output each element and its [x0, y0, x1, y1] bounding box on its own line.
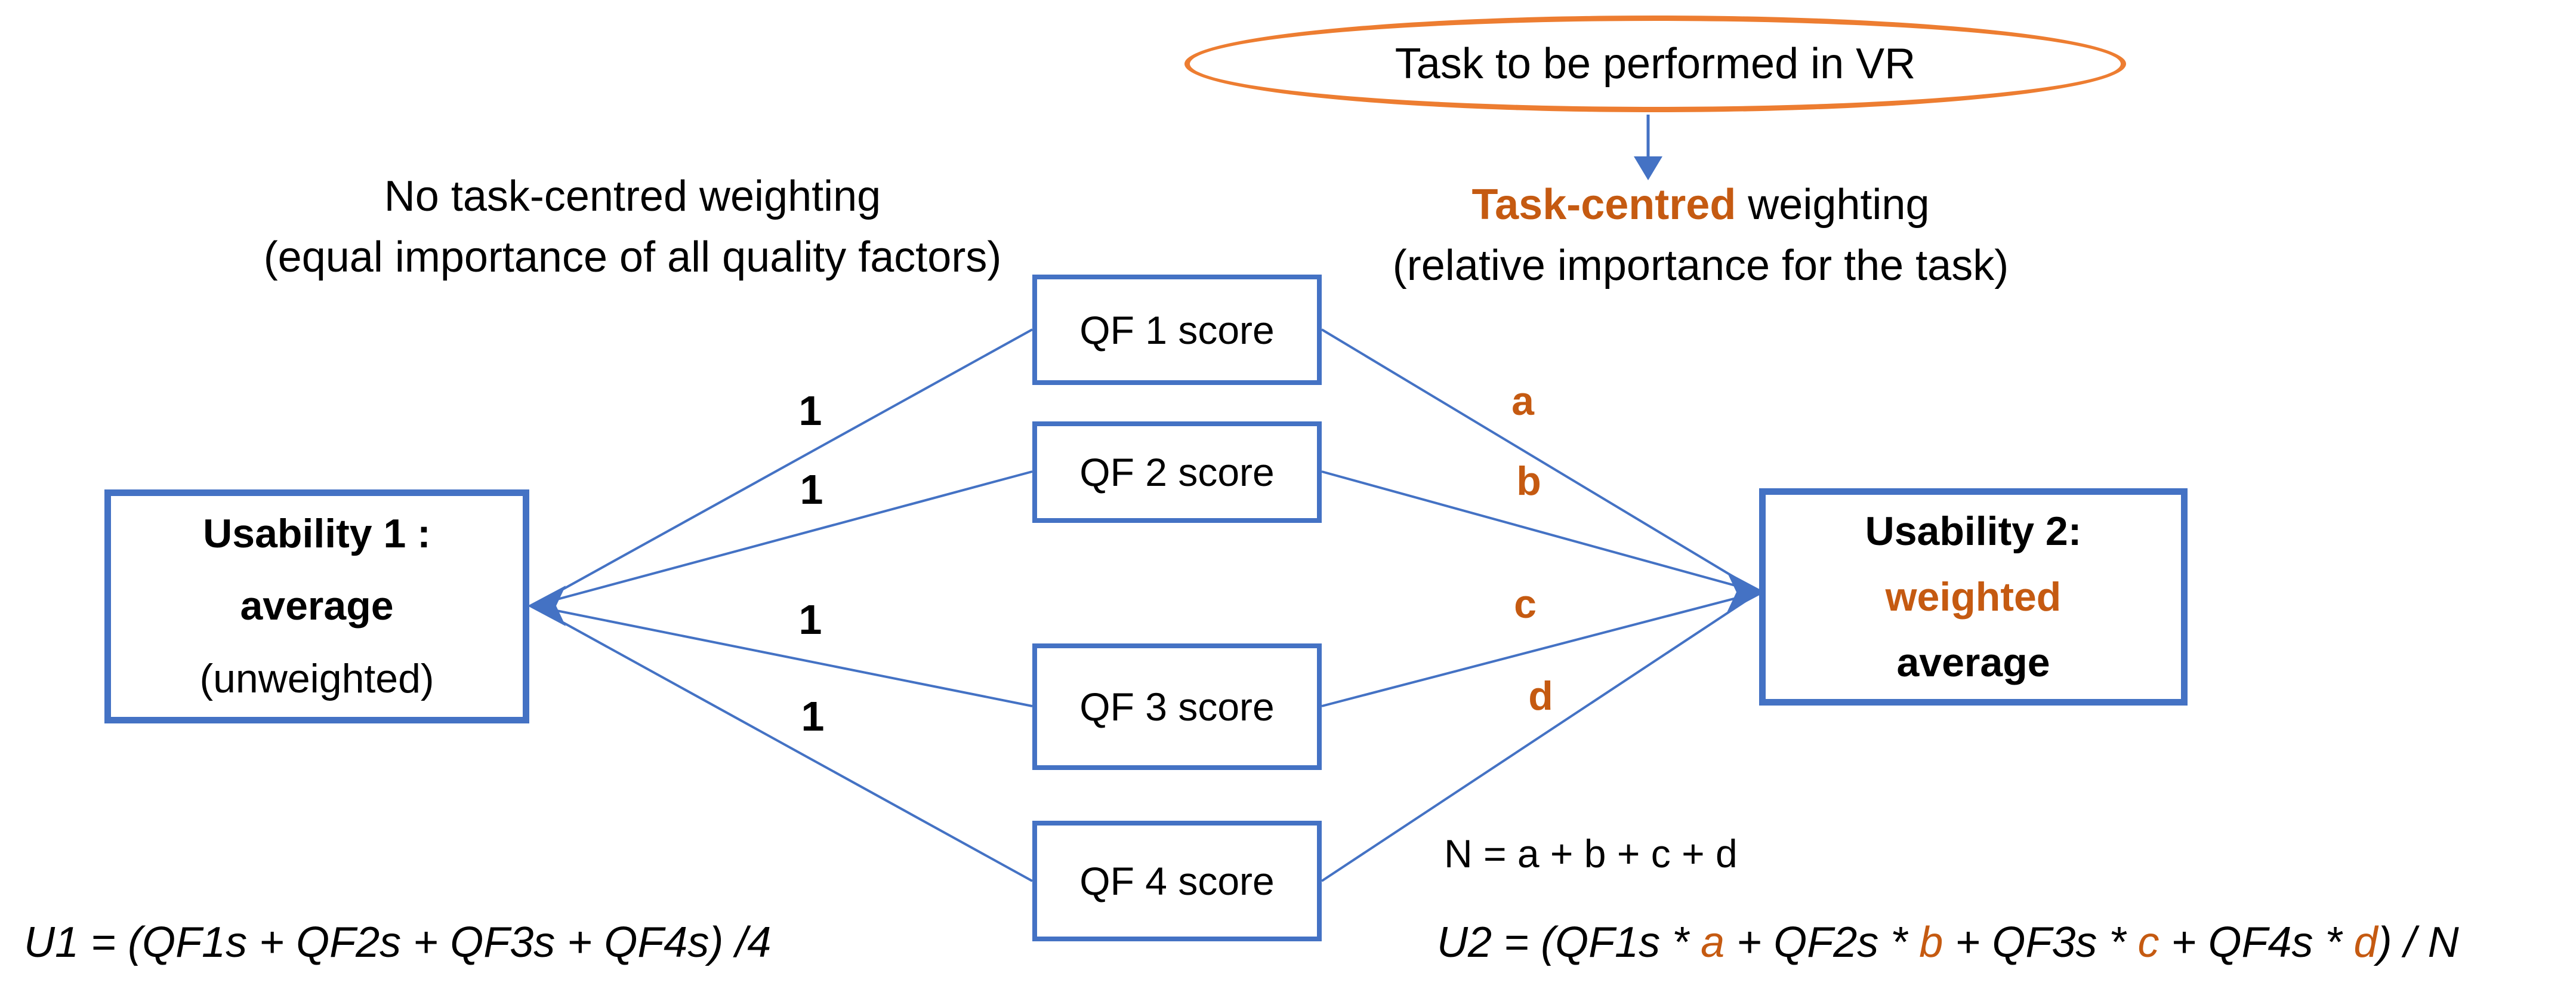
usability2-title: Usability 2: [1865, 508, 2082, 554]
line-qf1-u2 [1321, 328, 1760, 593]
task-ellipse: Task to be performed in VR [1184, 16, 2126, 112]
qf1-label: QF 1 score [1079, 307, 1275, 352]
usability1-average: average [240, 583, 394, 629]
usability1-box: Usability 1 : average (unweighted) [104, 489, 529, 723]
weight-a: a [1511, 378, 1534, 424]
formula-u2-part: + QF2s * [1724, 919, 1920, 966]
qf2-score-box: QF 2 score [1032, 421, 1322, 523]
weight-1-qf3: 1 [798, 596, 822, 643]
weight-1-qf1: 1 [798, 387, 822, 434]
arrowhead-right [1727, 572, 1765, 612]
formula-u2-part: + QF4s * [2159, 919, 2354, 966]
heading-right-line1: Task-centred weighting [1331, 174, 2071, 235]
formula-u2-part: ) / N [2377, 919, 2459, 966]
arrowhead-left [527, 586, 566, 626]
task-centred-highlight: Task-centred [1471, 181, 1736, 229]
heading-task-weighting: Task-centred weighting (relative importa… [1331, 174, 2071, 296]
heading-right-rest: weighting [1736, 181, 1930, 229]
formula-n: N = a + b + c + d [1444, 831, 1738, 876]
line-qf3-u2 [1321, 591, 1760, 707]
heading-left-line2: (equal importance of all quality factors… [263, 233, 1002, 282]
qf4-score-box: QF 4 score [1032, 821, 1322, 941]
formula-u2-weight-c: c [2137, 919, 2159, 966]
line-u1-qf3 [532, 605, 1033, 707]
usability2-box: Usability 2: weighted average [1759, 488, 2188, 706]
weight-1-qf2: 1 [800, 466, 823, 513]
formula-u1: U1 = (QF1s + QF2s + QF3s + QF4s) /4 [24, 919, 772, 966]
formula-u2: U2 = (QF1s * a + QF2s * b + QF3s * c + Q… [1437, 918, 2459, 967]
task-ellipse-label: Task to be performed in VR [1395, 40, 1916, 88]
line-qf4-u2 [1321, 591, 1760, 882]
arrowhead-down [1634, 156, 1662, 180]
formula-u2-weight-b: b [1919, 919, 1943, 966]
qf2-label: QF 2 score [1079, 450, 1275, 494]
usability2-weighted: weighted [1885, 574, 2062, 620]
usability1-unweighted: (unweighted) [199, 655, 434, 701]
weight-b: b [1516, 458, 1541, 504]
line-u1-qf4 [532, 605, 1033, 882]
line-u1-qf1 [532, 328, 1033, 607]
formula-u2-weight-a: a [1701, 919, 1725, 966]
line-qf2-u2 [1321, 470, 1760, 593]
formula-u2-weight-d: d [2353, 919, 2378, 966]
qf4-label: QF 4 score [1079, 859, 1275, 903]
usability1-title: Usability 1 : [203, 511, 431, 557]
line-u1-qf2 [532, 470, 1033, 607]
usability2-average: average [1896, 640, 2050, 686]
formula-u2-part: + QF3s * [1943, 919, 2138, 966]
qf1-score-box: QF 1 score [1032, 275, 1322, 385]
weight-d: d [1528, 673, 1553, 719]
heading-no-task-weighting: No task-centred weighting (equal importa… [161, 166, 1104, 288]
heading-left-line1: No task-centred weighting [384, 173, 881, 220]
qf3-label: QF 3 score [1079, 685, 1275, 729]
formula-u2-part: U2 = (QF1s * [1437, 919, 1701, 966]
qf3-score-box: QF 3 score [1032, 643, 1322, 770]
weight-1-qf4: 1 [801, 693, 825, 740]
weight-c: c [1514, 581, 1537, 627]
heading-right-line2: (relative importance for the task) [1392, 242, 2009, 290]
